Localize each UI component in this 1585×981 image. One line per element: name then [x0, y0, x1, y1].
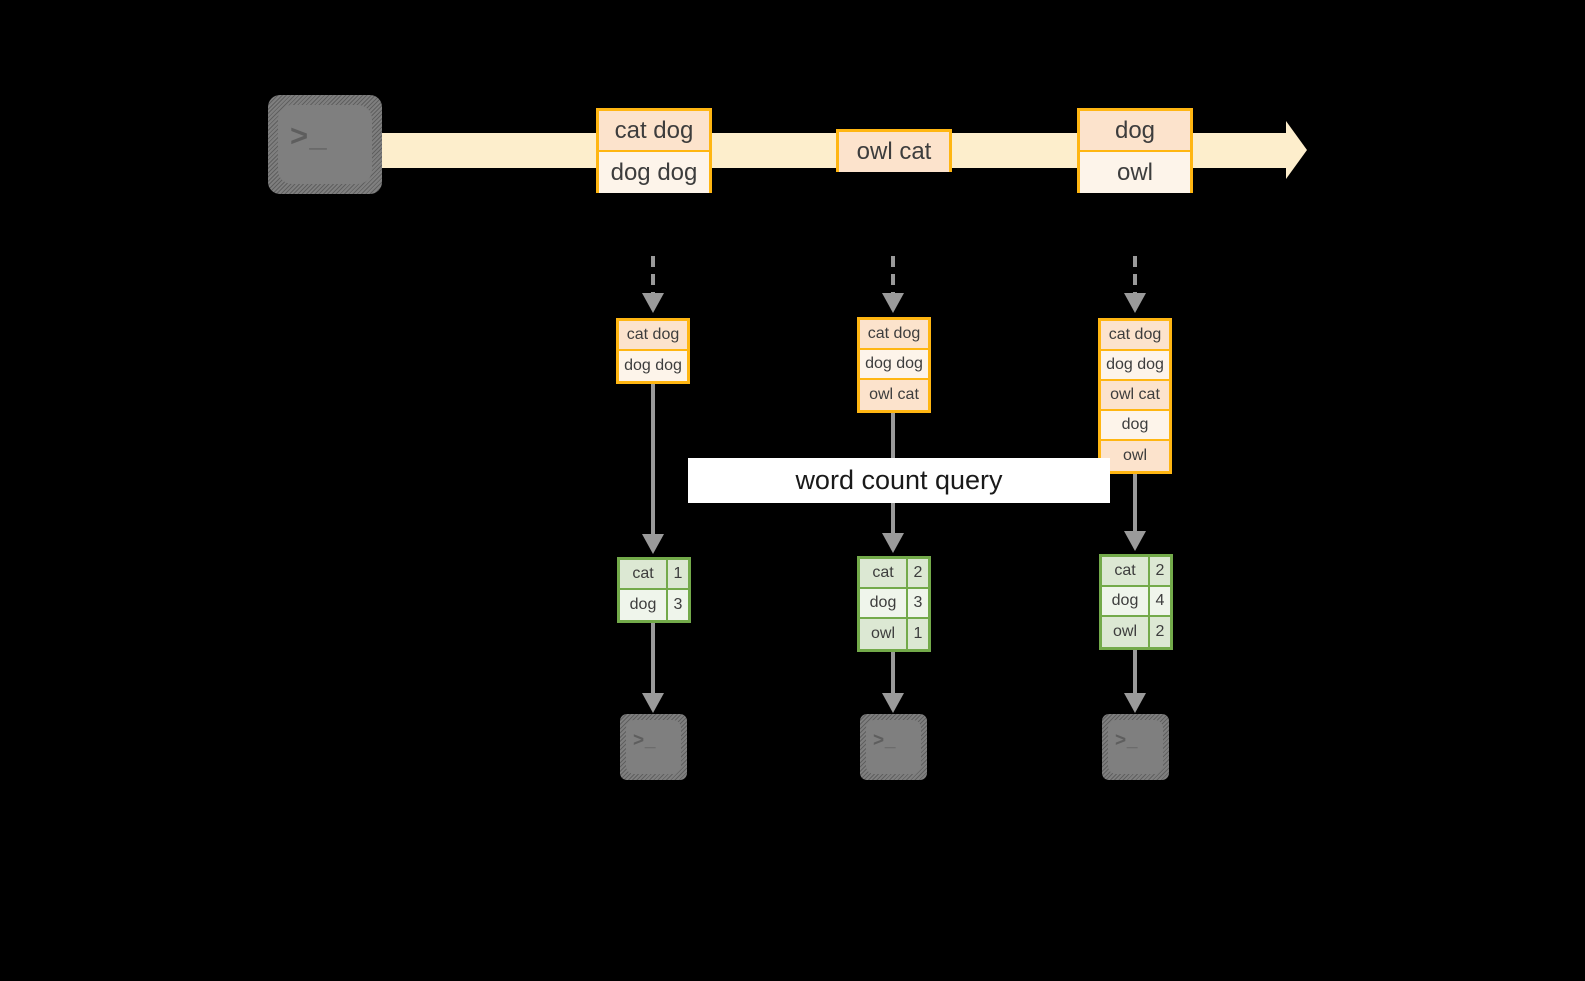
terminal-screen [1108, 720, 1163, 774]
trigger-3-query-arrowhead-icon [1124, 531, 1146, 551]
input-row: owl [1101, 441, 1169, 471]
terminal-prompt-glyph: >_ [290, 118, 328, 153]
result-word: dog [1102, 587, 1150, 615]
stream-arrowhead-icon [1286, 121, 1307, 179]
stream-record-line: cat dog [599, 111, 709, 152]
result-count: 3 [668, 590, 688, 620]
result-row: owl 2 [1102, 617, 1170, 647]
trigger-3-sink-arrowhead-icon [1124, 693, 1146, 713]
result-count: 3 [908, 589, 928, 617]
trigger-3-result-table: cat 2 dog 4 owl 2 [1099, 554, 1173, 650]
input-row: dog dog [860, 350, 928, 380]
stream-record-line: dog [1080, 111, 1190, 152]
terminal-screen [278, 105, 372, 184]
terminal-screen [866, 720, 921, 774]
result-count: 2 [908, 559, 928, 587]
result-count: 2 [1150, 557, 1170, 585]
trigger-2-query-arrowhead-icon [882, 533, 904, 553]
result-word: dog [620, 590, 668, 620]
terminal-prompt-glyph: >_ [1115, 730, 1139, 751]
trigger-3-sink-terminal-icon: >_ [1102, 714, 1169, 780]
result-word: cat [1102, 557, 1150, 585]
result-word: dog [860, 589, 908, 617]
result-count: 1 [668, 560, 688, 588]
result-word: cat [860, 559, 908, 587]
result-word: owl [860, 619, 908, 649]
result-row: owl 1 [860, 619, 928, 649]
trigger-1-input-table: cat dog dog dog [616, 318, 690, 384]
trigger-1-dashed-connector [651, 256, 655, 294]
result-count: 1 [908, 619, 928, 649]
source-terminal-icon: >_ [268, 95, 382, 194]
input-row: cat dog [1101, 321, 1169, 351]
result-row: dog 3 [860, 589, 928, 619]
result-word: cat [620, 560, 668, 588]
input-row: owl cat [1101, 381, 1169, 411]
trigger-3-dashed-connector [1133, 256, 1137, 294]
stream-record-line: owl [1080, 152, 1190, 193]
result-word: owl [1102, 617, 1150, 647]
terminal-prompt-glyph: >_ [873, 730, 897, 751]
result-row: cat 1 [620, 560, 688, 590]
query-label: word count query [688, 458, 1110, 503]
trigger-1-query-arrowhead-icon [642, 534, 664, 554]
stream-record-line: owl cat [839, 132, 949, 172]
input-row: dog dog [1101, 351, 1169, 381]
trigger-2-sink-terminal-icon: >_ [860, 714, 927, 780]
result-row: cat 2 [860, 559, 928, 589]
input-row: dog [1101, 411, 1169, 441]
result-count: 2 [1150, 617, 1170, 647]
input-row: owl cat [860, 380, 928, 410]
input-row: dog dog [619, 351, 687, 381]
stream-record-line: dog dog [599, 152, 709, 193]
trigger-2-dashed-connector [891, 256, 895, 294]
result-row: dog 4 [1102, 587, 1170, 617]
trigger-3-query-connector [1133, 474, 1137, 533]
trigger-2-result-table: cat 2 dog 3 owl 1 [857, 556, 931, 652]
trigger-1-dashed-arrowhead-icon [642, 293, 664, 313]
trigger-2-input-table: cat dog dog dog owl cat [857, 317, 931, 413]
result-row: dog 3 [620, 590, 688, 620]
terminal-screen [626, 720, 681, 774]
trigger-3-input-table: cat dog dog dog owl cat dog owl [1098, 318, 1172, 474]
input-row: cat dog [860, 320, 928, 350]
input-row: cat dog [619, 321, 687, 351]
trigger-1-sink-arrowhead-icon [642, 693, 664, 713]
result-row: cat 2 [1102, 557, 1170, 587]
trigger-1-sink-terminal-icon: >_ [620, 714, 687, 780]
stream-batch-1: cat dog dog dog [596, 108, 712, 193]
trigger-3-sink-connector [1133, 650, 1137, 695]
result-count: 4 [1150, 587, 1170, 615]
terminal-prompt-glyph: >_ [633, 730, 657, 751]
trigger-2-dashed-arrowhead-icon [882, 293, 904, 313]
trigger-1-result-table: cat 1 dog 3 [617, 557, 691, 623]
trigger-1-query-connector [651, 384, 655, 536]
trigger-2-sink-arrowhead-icon [882, 693, 904, 713]
stream-batch-3: dog owl [1077, 108, 1193, 193]
trigger-2-sink-connector [891, 652, 895, 695]
stream-batch-2: owl cat [836, 129, 952, 172]
trigger-3-dashed-arrowhead-icon [1124, 293, 1146, 313]
trigger-1-sink-connector [651, 623, 655, 695]
